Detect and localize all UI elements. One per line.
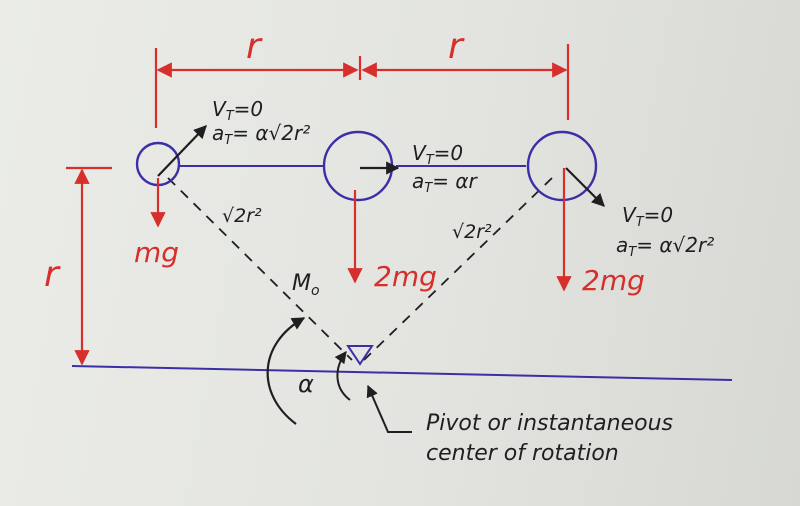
moment-arc-icon [266, 317, 306, 425]
label-at-left: aT= α√2r² [212, 121, 310, 148]
pivot-caption-line-2: center of rotation [426, 441, 619, 466]
label-force-middle: 2mg [374, 260, 437, 293]
alpha-arc-icon [334, 351, 351, 401]
pivot-pointer-icon [366, 384, 412, 433]
dimension-label-r-vertical: r [44, 254, 61, 295]
dimension-vertical [66, 166, 112, 366]
mass-right [526, 130, 598, 202]
label-alpha: α [298, 370, 314, 398]
label-vt-left: VT=0 [212, 97, 263, 124]
label-force-left: mg [134, 236, 179, 269]
pivot-caption-line-1: Pivot or instantaneous [426, 411, 673, 436]
pivot-triangle [346, 345, 374, 366]
label-force-right: 2mg [582, 264, 645, 297]
dimension-top [154, 44, 570, 128]
dimension-label-r-left-span: r [246, 26, 263, 67]
dashed-line-left-to-pivot [167, 177, 353, 361]
label-vt-middle: VT=0 [412, 141, 463, 168]
ground-line [71, 365, 733, 381]
label-at-right: aT= α√2r² [616, 233, 714, 260]
dimension-label-r-right-span: r [448, 26, 465, 67]
accel-arrow-left [157, 125, 207, 177]
dashed-line-right-to-pivot [363, 177, 553, 361]
label-moment: Mo [292, 271, 320, 299]
accel-arrow-right [565, 167, 605, 207]
label-at-middle: aT= αr [412, 169, 479, 196]
label-vt-right: VT=0 [622, 203, 673, 230]
label-distance-right: √2r² [452, 221, 492, 243]
label-distance-left: √2r² [222, 205, 262, 227]
mass-middle [322, 130, 394, 202]
